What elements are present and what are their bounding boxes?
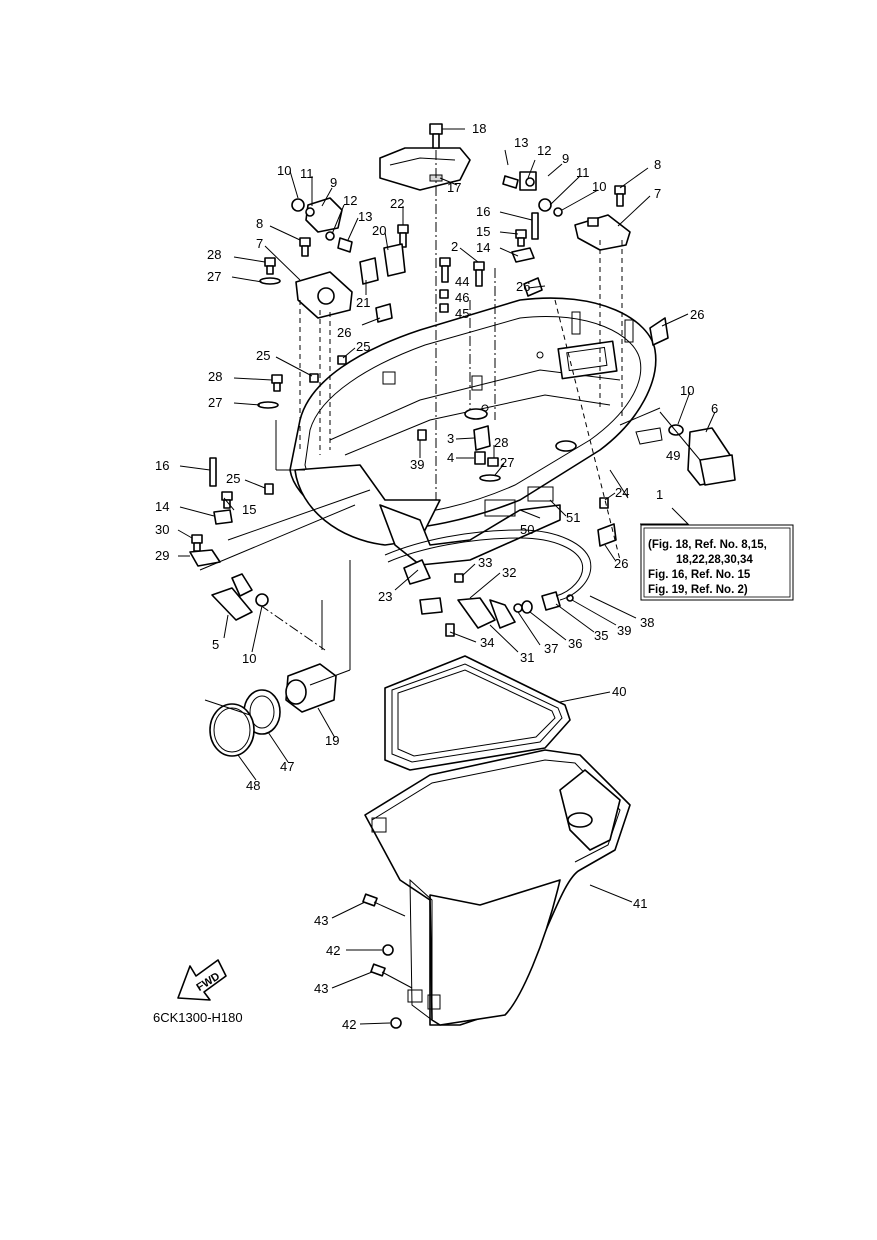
callout: 12 <box>343 193 357 208</box>
callout: 6 <box>711 401 718 416</box>
callout: 35 <box>594 628 608 643</box>
callout: 2 <box>451 239 458 254</box>
bottom-cowling <box>289 297 657 566</box>
callout: 19 <box>325 733 339 748</box>
callout: 16 <box>155 458 169 473</box>
callout: 26 <box>337 325 351 340</box>
lower-center-parts <box>384 529 592 637</box>
callout: 20 <box>372 223 386 238</box>
callout: 10 <box>680 383 694 398</box>
callout: 7 <box>654 186 661 201</box>
left-side-parts <box>189 457 274 621</box>
callout-leaders <box>177 149 716 1025</box>
bolt-18 <box>429 123 443 149</box>
callout: 25 <box>256 348 270 363</box>
callout: 17 <box>447 180 461 195</box>
right-side-parts <box>597 424 736 547</box>
callout: 8 <box>256 216 263 231</box>
callout: 41 <box>633 896 647 911</box>
callout: 11 <box>300 166 314 181</box>
callout: 21 <box>356 295 370 310</box>
callout: 38 <box>640 615 654 630</box>
callout: 39 <box>617 623 631 638</box>
callout: 10 <box>242 651 256 666</box>
callout: 30 <box>155 522 169 537</box>
callout: 42 <box>326 943 340 958</box>
callout: 51 <box>566 510 580 525</box>
callout: 4 <box>447 450 454 465</box>
callout: 27 <box>500 455 514 470</box>
callout: 39 <box>410 457 424 472</box>
callout: 47 <box>280 759 294 774</box>
callout: 26 <box>614 556 628 571</box>
note-line: Fig. 19, Ref. No. 2) <box>648 584 748 596</box>
callout: 13 <box>358 209 372 224</box>
callout-labels: 18 17 13 12 9 11 10 8 7 16 15 14 2 44 46… <box>155 121 718 1032</box>
callout: 15 <box>242 502 256 517</box>
callout: 31 <box>520 650 534 665</box>
note-line: (Fig. 18, Ref. No. 8,15, <box>648 539 767 551</box>
diagram-code: 6CK1300-H180 <box>153 1010 243 1025</box>
callout: 15 <box>476 224 490 239</box>
connector-parts <box>204 663 337 757</box>
note-line: 18,22,28,30,34 <box>676 554 753 566</box>
callout: 27 <box>208 395 222 410</box>
callout: 28 <box>207 247 221 262</box>
callout: 14 <box>476 240 490 255</box>
callout: 9 <box>330 175 337 190</box>
callout: 33 <box>478 555 492 570</box>
callout: 42 <box>342 1017 356 1032</box>
callout: 18 <box>472 121 486 136</box>
callout: 28 <box>208 369 222 384</box>
callout: 9 <box>562 151 569 166</box>
callout: 25 <box>356 339 370 354</box>
callout: 23 <box>378 589 392 604</box>
reference-lines <box>199 240 701 686</box>
callout: 22 <box>390 196 404 211</box>
note-line: Fig. 16, Ref. No. 15 <box>648 569 751 581</box>
callout: 45 <box>455 306 469 321</box>
callout: 26 <box>690 307 704 322</box>
callout: 11 <box>576 165 590 180</box>
callout: 50 <box>520 522 534 537</box>
callout: 48 <box>246 778 260 793</box>
callout: 10 <box>592 179 606 194</box>
hook-assembly-left <box>259 197 353 319</box>
callout: 43 <box>314 913 328 928</box>
callout: 49 <box>666 448 680 463</box>
callout: 3 <box>447 431 454 446</box>
center-small-parts <box>257 224 669 482</box>
reference-note-box: (Fig. 18, Ref. No. 8,15, 18,22,28,30,34 … <box>640 507 794 601</box>
hook-assembly-right <box>502 171 631 263</box>
callout: 12 <box>537 143 551 158</box>
rubber-seal-40 <box>384 655 571 771</box>
callout: 16 <box>476 204 490 219</box>
callout: 36 <box>568 636 582 651</box>
callout: 27 <box>207 269 221 284</box>
callout: 1 <box>656 487 663 502</box>
callout: 7 <box>256 236 263 251</box>
callout: 25 <box>226 471 240 486</box>
fwd-arrow: FWD <box>177 959 227 1001</box>
callout: 44 <box>455 274 469 289</box>
lower-cover-41 <box>364 749 631 1026</box>
callout: 26 <box>516 279 530 294</box>
callout: 10 <box>277 163 291 178</box>
callout: 5 <box>212 637 219 652</box>
callout: 28 <box>494 435 508 450</box>
callout: 29 <box>155 548 169 563</box>
callout: 43 <box>314 981 328 996</box>
callout: 46 <box>455 290 469 305</box>
callout: 37 <box>544 641 558 656</box>
callout: 13 <box>514 135 528 150</box>
callout: 34 <box>480 635 494 650</box>
callout: 14 <box>155 499 169 514</box>
callout: 32 <box>502 565 516 580</box>
callout: 40 <box>612 684 626 699</box>
callout: 8 <box>654 157 661 172</box>
callout: 24 <box>615 485 629 500</box>
fasteners-42-43 <box>362 893 413 1029</box>
